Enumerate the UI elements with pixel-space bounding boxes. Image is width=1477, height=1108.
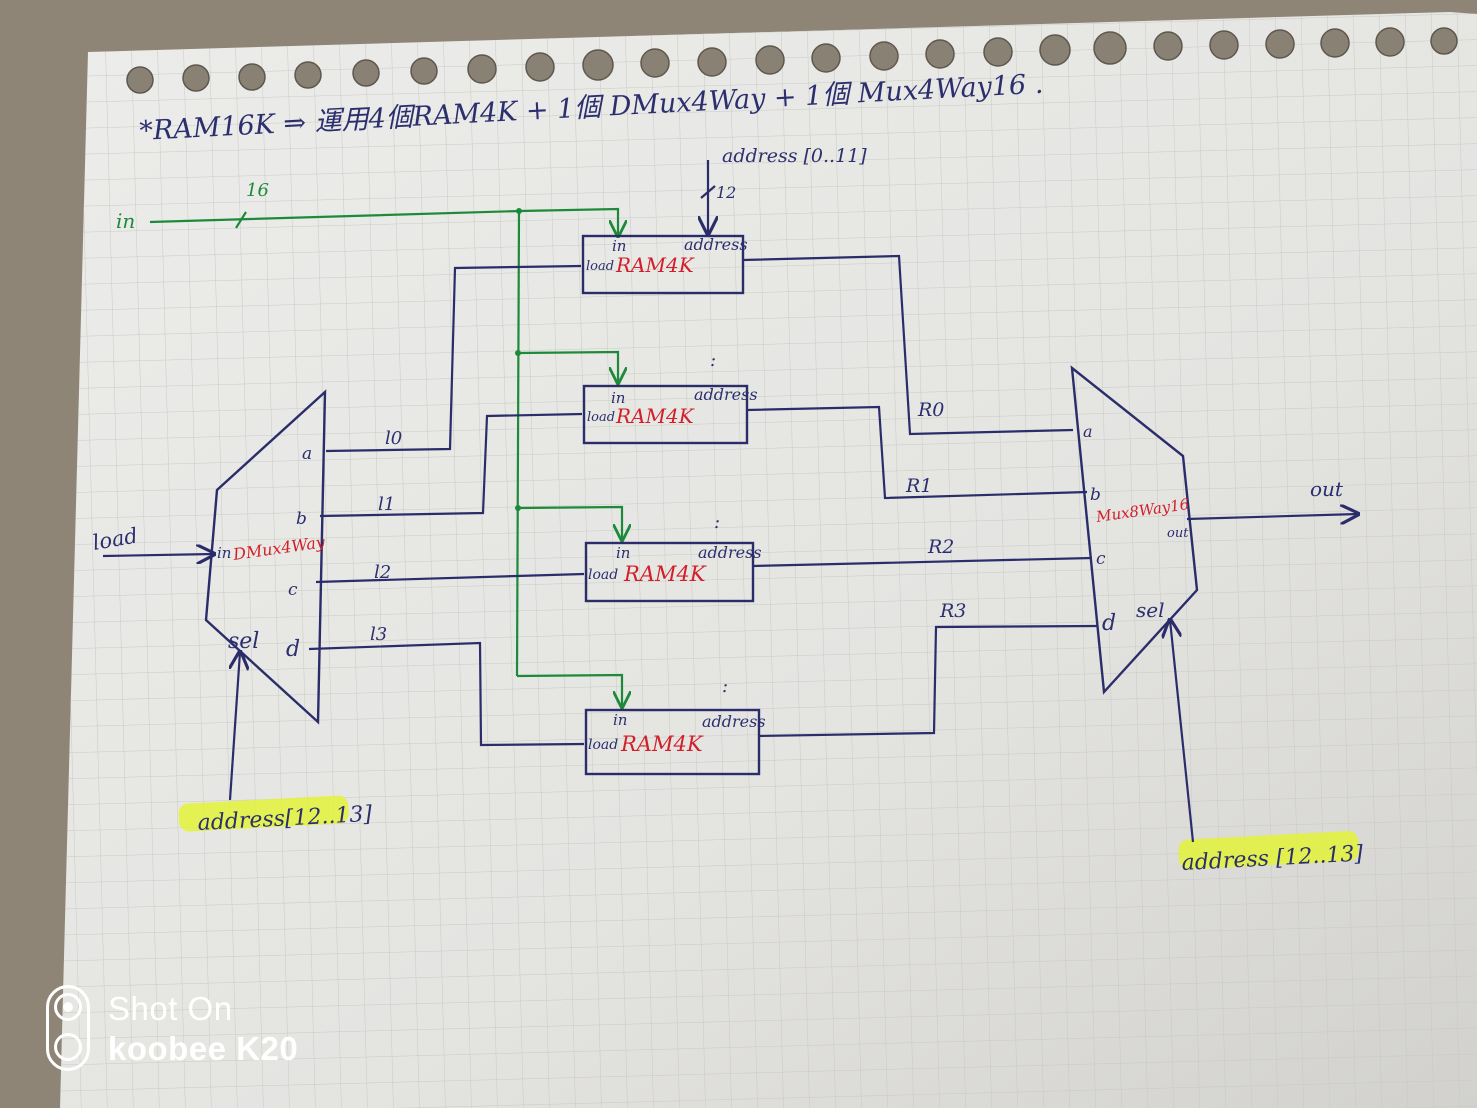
- load-wire-label-3: l3: [370, 624, 387, 645]
- address-continue-mark-2: :: [714, 512, 720, 533]
- dmux-out-b: b: [296, 509, 307, 529]
- paper-sheet: [60, 12, 1477, 1108]
- dmux-sel-wire: [228, 652, 240, 801]
- mux-out-port: out: [1167, 526, 1189, 541]
- ram-name: RAM4K: [615, 404, 695, 428]
- dmux-sel-highlight: [178, 795, 349, 832]
- dmux-out-c: c: [288, 580, 298, 600]
- load-wire-label-2: l2: [374, 562, 391, 583]
- dmux-out-a: a: [302, 444, 312, 464]
- ram-in-port: in: [611, 389, 625, 407]
- dmux-sel-port: sel: [228, 629, 259, 654]
- watermark-line-1: Shot On: [108, 990, 233, 1027]
- in-width-label: 16: [246, 180, 269, 201]
- camera-watermark: Shot On koobee K20: [46, 985, 346, 1075]
- dmux-out-d: d: [286, 637, 300, 662]
- ram-load-port: load: [588, 737, 618, 753]
- shutter-icon: [46, 985, 90, 1071]
- address-continue-mark-1: :: [710, 350, 716, 371]
- dmux-in-port: in: [217, 544, 231, 562]
- ram-address-port: address: [684, 235, 748, 254]
- load-wire-label-0: l0: [385, 428, 402, 449]
- ram4k-chip-2: in load RAM4K address: [584, 541, 762, 603]
- ram-name: RAM4K: [620, 732, 704, 756]
- mux-sel-wire: [1170, 620, 1195, 843]
- mux-in-a: a: [1083, 422, 1093, 441]
- ram-in-port: in: [616, 544, 630, 562]
- out-wire: [1186, 514, 1358, 519]
- ram-name: RAM4K: [615, 253, 695, 277]
- ram-in-port: in: [613, 711, 627, 729]
- ram4k-chip-0: in load RAM4K address: [581, 234, 748, 295]
- ram-load-port: load: [587, 410, 615, 425]
- address-top-label: address [0..11]: [722, 145, 867, 167]
- ram4k-chip-3: in load RAM4K address: [584, 708, 766, 776]
- result-wires: [742, 254, 1098, 738]
- in-label: in: [116, 209, 135, 233]
- ram-in-port: in: [612, 237, 626, 255]
- watermark-line-2: koobee K20: [108, 1030, 299, 1067]
- address-continue-mark-3: :: [722, 676, 728, 697]
- ram-address-port: address: [698, 543, 762, 562]
- result-wire-label-0: R0: [917, 399, 944, 421]
- address-top-width: 12: [716, 183, 736, 202]
- result-wire-label-2: R2: [927, 536, 954, 558]
- mux-in-d: d: [1102, 611, 1116, 636]
- load-wire-label-1: l1: [378, 494, 395, 515]
- ram-load-port: load: [586, 259, 614, 274]
- ram-load-port: load: [588, 567, 618, 583]
- ram-name: RAM4K: [623, 562, 707, 586]
- mux-in-c: c: [1096, 549, 1106, 569]
- load-wires: [308, 264, 585, 747]
- result-wire-label-1: R1: [905, 475, 932, 497]
- out-label: out: [1310, 477, 1344, 501]
- ram-address-port: address: [694, 385, 758, 404]
- mux-sel-port: sel: [1136, 598, 1165, 622]
- in-bus: [149, 207, 622, 707]
- load-wire: [102, 554, 214, 556]
- mux-in-b: b: [1090, 485, 1101, 505]
- binder-holes: [126, 27, 1458, 94]
- mux-sel-highlight: [1178, 831, 1359, 870]
- ram4k-chip-1: in load RAM4K address: [582, 384, 758, 445]
- result-wire-label-3: R3: [939, 600, 966, 622]
- ram-address-port: address: [702, 712, 766, 731]
- address-top-wire: [701, 160, 715, 234]
